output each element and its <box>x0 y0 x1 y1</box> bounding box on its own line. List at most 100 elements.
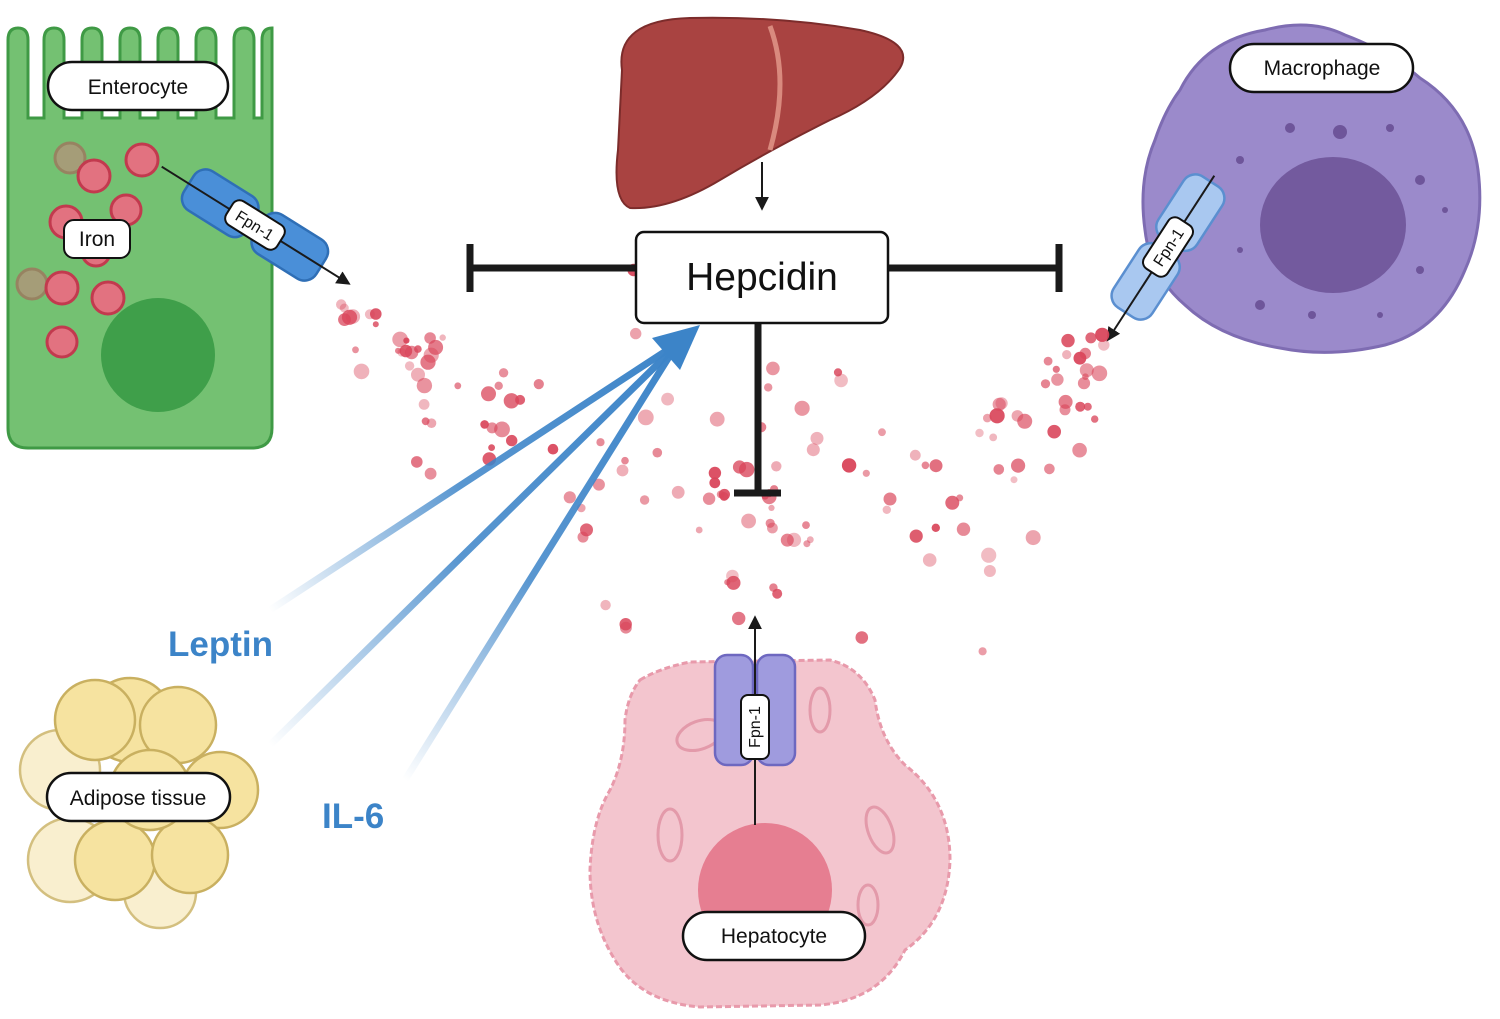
iron-particle <box>439 334 446 341</box>
iron-particle <box>841 458 857 473</box>
iron-particle <box>515 394 526 405</box>
iron-particle <box>978 647 987 656</box>
il6-label: IL-6 <box>322 797 384 836</box>
iron-particle <box>921 461 930 470</box>
iron-particle <box>695 526 703 534</box>
iron-particle <box>724 579 731 586</box>
enterocyte-fpn-transporter: Fpn-1 <box>161 165 351 285</box>
iron-particle <box>764 383 773 392</box>
iron-particle <box>661 392 674 406</box>
iron-particle <box>339 303 349 313</box>
hepatocyte-label-box <box>681 910 867 962</box>
iron-particle <box>780 533 794 547</box>
iron-particle <box>411 456 423 468</box>
iron-particle <box>404 345 419 360</box>
iron-particle <box>767 522 778 534</box>
hepcidin-label: Hepcidin <box>686 256 838 299</box>
iron-particle <box>993 464 1005 475</box>
iron-particle <box>1010 476 1018 484</box>
iron-particle <box>1077 377 1091 390</box>
iron-particle <box>929 459 943 473</box>
iron-particle <box>981 547 997 563</box>
iron-particle <box>498 368 509 378</box>
macrophage-fpn-transporter: Fpn-1 <box>1106 173 1226 342</box>
iron-particle <box>983 413 992 423</box>
hepatocyte-mitochondria <box>656 686 896 927</box>
iron-particle <box>486 422 498 434</box>
iron-particle-sprays <box>336 254 1110 656</box>
leptin-arrow-upper <box>268 344 674 613</box>
iron-particle <box>1052 365 1060 373</box>
iron-particle <box>768 504 775 511</box>
iron-particle <box>90 280 126 316</box>
hepatocyte-fpn-label: Fpn-1 <box>747 706 764 748</box>
iron-label: Iron <box>79 228 115 251</box>
iron-particle <box>922 553 937 567</box>
iron-particle <box>802 521 810 529</box>
liver-shape <box>615 16 905 210</box>
iron-particle <box>392 331 408 348</box>
iron-particle <box>481 386 496 402</box>
iron-particle <box>124 142 160 178</box>
iron-particle <box>639 495 650 505</box>
activation-arrowhead <box>652 325 700 370</box>
iron-particle <box>956 522 971 536</box>
iron-particle <box>882 505 891 514</box>
iron-particle <box>989 433 998 442</box>
iron-particle <box>15 267 49 301</box>
hepatocyte-label: Hepatocyte <box>721 925 827 948</box>
iron-particle <box>619 618 632 631</box>
iron-particle <box>726 575 741 590</box>
macrophage-granules <box>1236 123 1448 319</box>
iron-particle <box>503 393 520 409</box>
iron-particle <box>370 308 382 320</box>
iron-particle <box>732 611 746 626</box>
iron-particle <box>76 158 112 194</box>
macrophage-label: Macrophage <box>1264 57 1381 80</box>
iron-particle <box>418 399 430 410</box>
iron-particle <box>909 449 921 461</box>
iron-particle <box>909 529 923 543</box>
leptin-arrow-lower <box>267 347 675 748</box>
iron-particle <box>547 443 559 455</box>
iron-particle <box>945 495 960 510</box>
iron-particle <box>766 361 780 376</box>
liver-ligament <box>767 25 783 151</box>
iron-particle <box>1091 365 1108 382</box>
macrophage-nucleus <box>1260 157 1406 293</box>
iron-particle <box>803 540 811 548</box>
iron-particle <box>621 456 629 465</box>
iron-particle <box>420 354 436 370</box>
iron-particle <box>709 411 725 427</box>
iron-particle <box>592 478 605 491</box>
hepatocyte-cell: Fpn-1 Hepatocyte <box>588 615 952 1009</box>
iron-particle <box>718 488 731 501</box>
iron-particle <box>1062 350 1072 360</box>
iron-particle <box>411 367 425 382</box>
hepcidin-inhibition-lines <box>466 244 1063 497</box>
iron-particle <box>506 434 518 447</box>
iron-particle <box>709 477 721 489</box>
iron-particle <box>533 379 544 390</box>
iron-particle <box>488 444 495 451</box>
iron-particle <box>1079 347 1092 360</box>
iron-particle <box>494 381 503 390</box>
adipose-tissue-label: Adipose tissue <box>70 787 207 810</box>
iron-particle <box>1085 332 1097 344</box>
iron-particle <box>341 309 358 325</box>
enterocyte-label: Enterocyte <box>88 76 188 99</box>
iron-particle <box>975 428 984 438</box>
iron-particle <box>1058 394 1073 409</box>
iron-particle <box>833 368 843 377</box>
iron-particle <box>428 339 444 355</box>
enterocyte-cell: Enterocyte Iron Fpn-1 <box>6 26 351 450</box>
iron-particle <box>1075 401 1086 412</box>
iron-particle <box>931 523 940 532</box>
iron-particle <box>364 309 375 320</box>
iron-particle <box>1047 424 1061 439</box>
hepcidin-box <box>634 230 890 325</box>
macrophage-label-box <box>1228 42 1415 94</box>
iron-particle <box>726 569 739 583</box>
iron-particle <box>630 327 642 340</box>
iron-particle <box>771 461 782 472</box>
